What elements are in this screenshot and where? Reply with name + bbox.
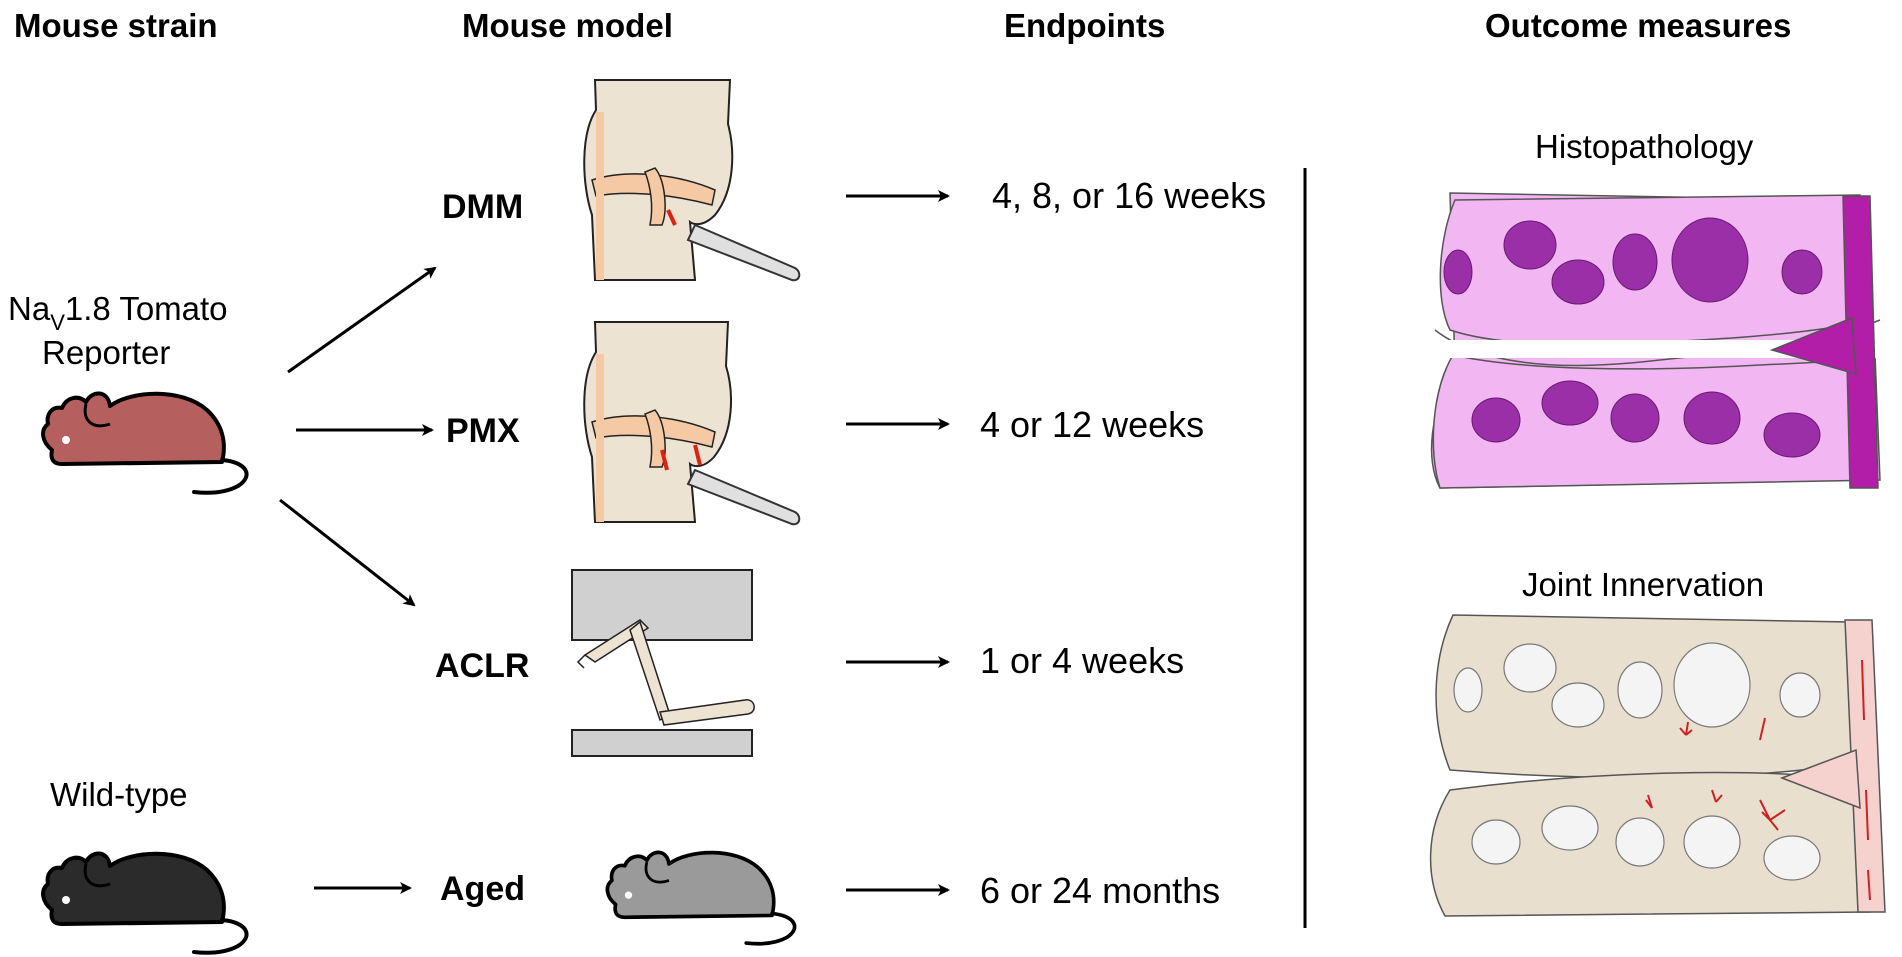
model-label-pmx: PMX: [446, 412, 520, 450]
nerve-fibers: [1645, 659, 1871, 901]
arrow-to-aclr: [279, 498, 416, 607]
endpoint-arrows: [846, 190, 950, 896]
outcome-innervation-label: Joint Innervation: [1522, 566, 1764, 603]
reporter-mouse-icon: [41, 391, 249, 495]
header-endpoints: Endpoints: [1004, 7, 1165, 44]
header-mouse-model: Mouse model: [462, 7, 673, 44]
endpoint-aged: 6 or 24 months: [980, 870, 1220, 911]
endpoint-dmm: 4, 8, or 16 weeks: [992, 175, 1266, 216]
header-mouse-strain: Mouse strain: [14, 7, 218, 44]
nav18-strain-label-line2: Reporter: [42, 334, 170, 371]
aclr-loading-illustration: [571, 569, 755, 757]
endpoint-pmx: 4 or 12 weeks: [980, 404, 1204, 445]
endpoint-aclr: 1 or 4 weeks: [980, 640, 1184, 681]
wildtype-mouse-icon: [41, 851, 249, 955]
strain-arrows: [279, 266, 437, 894]
pmx-knee-illustration: [583, 321, 801, 526]
model-label-aged: Aged: [440, 870, 525, 908]
header-outcome-measures: Outcome measures: [1485, 7, 1791, 44]
joint-innervation-illustration: [1429, 614, 1886, 917]
dmm-knee-illustration: [583, 79, 801, 282]
arrow-to-dmm: [287, 266, 437, 374]
nav18-strain-label: NaV1.8 Tomato: [8, 290, 228, 335]
wildtype-strain-label: Wild-type: [50, 776, 188, 813]
model-label-aclr: ACLR: [435, 647, 529, 685]
model-label-dmm: DMM: [442, 188, 523, 226]
histopathology-illustration: [1430, 192, 1881, 489]
outcome-histopathology-label: Histopathology: [1535, 128, 1754, 165]
aged-mouse-icon: [605, 850, 797, 946]
